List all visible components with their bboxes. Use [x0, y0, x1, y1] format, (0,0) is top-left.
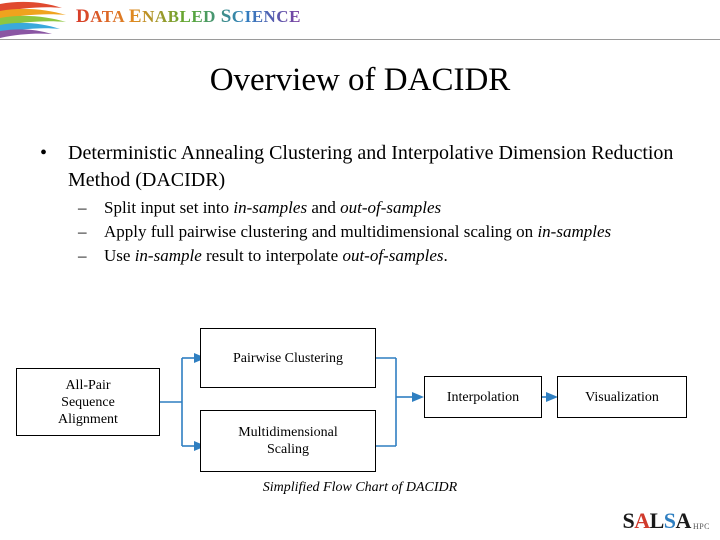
- salsa-logo: SALSA HPC: [622, 508, 710, 534]
- box-interpolation[interactable]: Interpolation: [424, 376, 542, 418]
- flow-chart: All-Pair Sequence Alignment Pairwise Clu…: [0, 318, 720, 508]
- logo-letter: L: [649, 508, 665, 533]
- header-divider: [0, 39, 720, 40]
- sub-text-run-italic: in-samples: [537, 222, 612, 241]
- box-label: Multidimensional Scaling: [238, 425, 338, 457]
- box-label: Visualization: [585, 389, 659, 405]
- dash-marker: –: [78, 246, 87, 265]
- brand-title: DATA ENABLED SCIENCE: [76, 6, 301, 27]
- sub-text-run-italic: out-of-samples: [340, 198, 442, 217]
- bullet-level1-text: Deterministic Annealing Clustering and I…: [68, 142, 674, 191]
- sub-text-run: and: [307, 198, 341, 217]
- diagram-caption: Simplified Flow Chart of DACIDR: [262, 480, 458, 495]
- bullet-level2-apply: – Apply full pairwise clustering and mul…: [32, 220, 692, 243]
- box-all-pair-sequence-alignment[interactable]: All-Pair Sequence Alignment: [16, 368, 160, 436]
- sub-text-run: Use: [104, 246, 135, 265]
- logo-letter: S: [622, 508, 635, 533]
- logo-letter: A: [675, 508, 692, 533]
- box-label: Interpolation: [446, 389, 520, 405]
- bullet-level2-use: – Use in-sample result to interpolate ou…: [32, 244, 692, 267]
- sub-text-run: Split input set into: [104, 198, 234, 217]
- header-band: DATA ENABLED SCIENCE: [0, 0, 720, 40]
- sub-text-run-italic: out-of-samples: [342, 246, 444, 265]
- content-body: • Deterministic Annealing Clustering and…: [32, 140, 692, 267]
- logo-letter: S: [663, 508, 676, 533]
- sub-text-run: .: [443, 246, 448, 265]
- dash-marker: –: [78, 198, 87, 217]
- sub-text-run-italic: in-sample: [134, 246, 202, 265]
- box-label: Pairwise Clustering: [232, 350, 344, 366]
- logo-letter: A: [634, 508, 650, 533]
- bullet-level1: • Deterministic Annealing Clustering and…: [32, 140, 692, 194]
- sub-text-run-italic: in-samples: [233, 198, 308, 217]
- box-multidimensional-scaling[interactable]: Multidimensional Scaling: [200, 410, 376, 472]
- logo-subtext: HPC: [692, 522, 710, 531]
- bullet-marker: •: [40, 142, 48, 164]
- dash-marker: –: [78, 222, 87, 241]
- box-label: All-Pair Sequence Alignment: [58, 377, 118, 427]
- bullet-level2-split: – Split input set into in-samples and ou…: [32, 196, 692, 219]
- brand-swoosh-icon: [0, 0, 80, 40]
- box-pairwise-clustering[interactable]: Pairwise Clustering: [200, 328, 376, 388]
- sub-text-run: result to interpolate: [201, 246, 343, 265]
- page-title: Overview of DACIDR: [209, 62, 511, 98]
- box-visualization[interactable]: Visualization: [557, 376, 687, 418]
- sub-text-run: Apply full pairwise clustering and multi…: [104, 222, 538, 241]
